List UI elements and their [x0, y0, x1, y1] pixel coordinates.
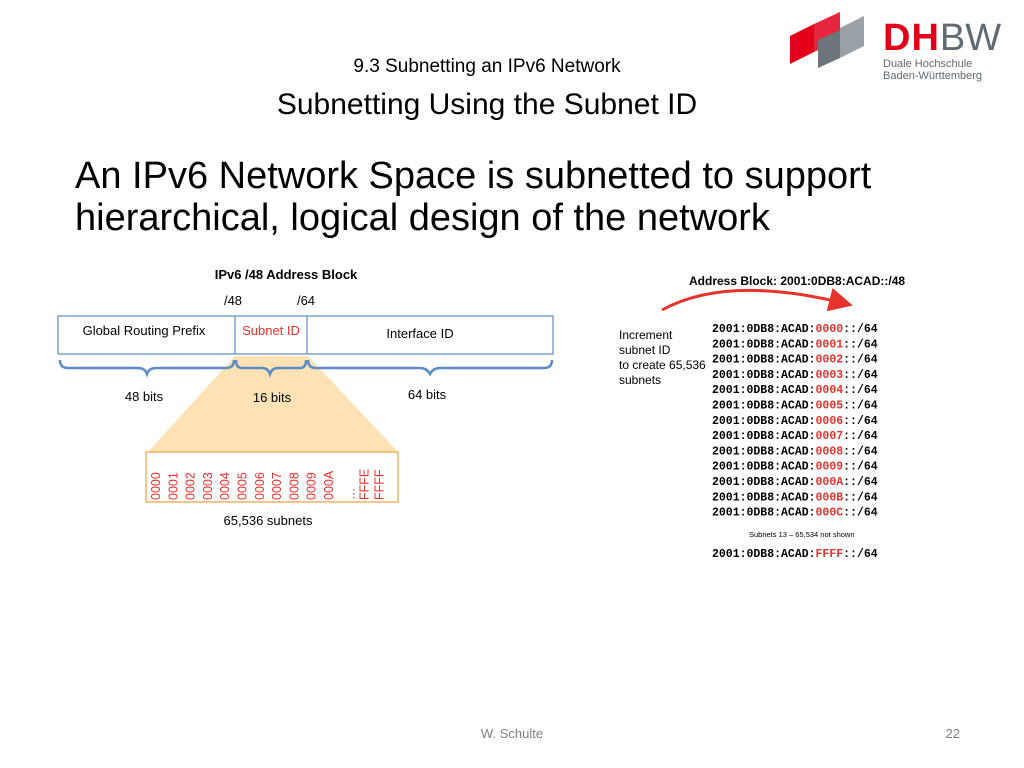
subnet-row: 2001:0DB8:ACAD:000A::/64	[712, 476, 878, 489]
brace-16-bits	[234, 359, 308, 378]
brace-64-bits	[306, 359, 554, 377]
subnet-row: 2001:0DB8:ACAD:0005::/64	[712, 400, 878, 413]
increment-note-line-2: subnet ID	[619, 343, 671, 357]
logo-dh: DH	[883, 17, 940, 59]
subnet-row: 2001:0DB8:ACAD:0008::/64	[712, 445, 878, 458]
subnet-row: 2001:0DB8:ACAD:0007::/64	[712, 430, 878, 443]
field-global-routing-prefix: Global Routing Prefix	[83, 323, 206, 338]
logo-gray-shape	[840, 16, 864, 58]
subnet-value: 0001	[166, 472, 180, 500]
subnet-value: 000A	[322, 470, 336, 500]
increment-note-line-3: to create 65,536	[619, 358, 706, 372]
field-interface-id: Interface ID	[386, 326, 453, 341]
marker-48: /48	[224, 293, 242, 308]
logo-red-shape	[790, 24, 814, 64]
increment-note-line-4: subnets	[619, 373, 661, 387]
footer-author: W. Schulte	[480, 726, 544, 741]
subnet-row: 2001:0DB8:ACAD:0006::/64	[712, 415, 878, 428]
subnet-row: 2001:0DB8:ACAD:000B::/64	[712, 491, 878, 504]
subnet-row: 2001:0DB8:ACAD:0003::/64	[712, 369, 878, 382]
increment-note-line-1: Increment	[619, 328, 673, 342]
subnet-zoom-trapezoid	[148, 356, 398, 452]
increment-arrow	[661, 287, 853, 312]
subnet-list-group: 2001:0DB8:ACAD:0000::/642001:0DB8:ACAD:0…	[712, 323, 878, 520]
subnet-row: 2001:0DB8:ACAD:0000::/64	[712, 323, 878, 336]
subnet-row-last: 2001:0DB8:ACAD:FFFF::/64	[712, 548, 878, 561]
brace-48-bits	[58, 359, 236, 378]
logo-line-2: Baden-Württemberg	[883, 70, 983, 82]
subnet-value-ellipsis: …	[343, 488, 357, 501]
subnet-value: FFFE	[357, 469, 371, 500]
subnet-value: 0004	[218, 472, 232, 500]
subnet-row: 2001:0DB8:ACAD:0002::/64	[712, 354, 878, 367]
slide-body-text: An IPv6 Network Space is subnetted to su…	[75, 155, 872, 239]
bits-48-label: 48 bits	[125, 389, 164, 404]
dhbw-logo-mark	[790, 12, 864, 68]
logo-dark-shape	[818, 30, 840, 68]
address-block-title: IPv6 /48 Address Block	[215, 267, 358, 282]
slide-number: 22	[945, 726, 960, 741]
address-field-box	[57, 315, 554, 355]
subnet-value: FFFF	[372, 469, 386, 500]
subnet-value: 0009	[305, 472, 319, 500]
slide-title: Subnetting Using the Subnet ID	[276, 88, 698, 121]
subnet-values-box	[145, 451, 399, 503]
logo-line-1: Duale Hochschule	[883, 58, 973, 70]
address-block-heading: Address Block: 2001:0DB8:ACAD::/48	[689, 274, 905, 288]
bits-16-label: 16 bits	[253, 390, 292, 405]
subnet-value: 0003	[201, 472, 215, 500]
increment-note: Increment subnet ID to create 65,536 sub…	[619, 328, 709, 387]
subnet-row: 2001:0DB8:ACAD:000C::/64	[712, 507, 878, 520]
subnet-value: 0008	[287, 472, 301, 500]
subnet-count-label: 65,536 subnets	[224, 513, 313, 528]
slide-subtitle: 9.3 Subnetting an IPv6 Network	[353, 56, 621, 77]
dhbw-logo-text: DHBW Duale Hochschule Baden-Württemberg	[883, 18, 1001, 82]
not-shown-note: Subnets 13 – 65,534 not shown	[749, 530, 855, 539]
subnet-value: 0006	[253, 472, 267, 500]
address-block-subnet-list: Address Block: 2001:0DB8:ACAD::/48 Incre…	[619, 274, 905, 561]
subnet-value: 0007	[270, 472, 284, 500]
bits-64-label: 64 bits	[408, 387, 447, 402]
logo-bw: BW	[939, 17, 1002, 59]
subnet-value: 0002	[184, 472, 198, 500]
subnet-value: 0000	[149, 472, 163, 500]
subnet-value: 0005	[236, 472, 250, 500]
field-subnet-id: Subnet ID	[242, 323, 300, 338]
subnet-row: 2001:0DB8:ACAD:0009::/64	[712, 461, 878, 474]
subnet-row: 2001:0DB8:ACAD:0001::/64	[712, 338, 878, 351]
marker-64: /64	[297, 293, 315, 308]
subnet-row: 2001:0DB8:ACAD:0004::/64	[712, 384, 878, 397]
